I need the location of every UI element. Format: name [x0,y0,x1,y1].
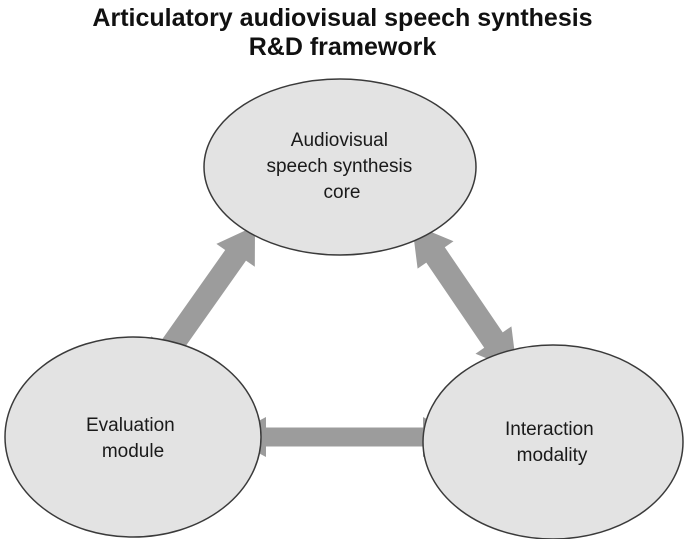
diagram-title: Articulatory audiovisual speech synthesi… [0,4,685,62]
node-speech-synthesis-core: Audiovisual speech synthesis core [203,78,477,256]
node-core-label-line-3: core [324,182,361,203]
node-interaction-label-line-2: modality [517,445,588,466]
arrow-core-evaluation [151,226,255,377]
arrow-core-interaction [412,224,517,371]
node-evaluation-label-line-1: Evaluation [86,415,175,436]
node-core-label: Audiovisual speech synthesis core [266,130,417,203]
title-line-1: Articulatory audiovisual speech synthesi… [92,4,593,32]
node-evaluation-label-line-2: module [102,441,164,462]
node-interaction-label: Interaction modality [505,419,599,466]
title-line-2: R&D framework [248,33,437,61]
node-core-label-line-1: Audiovisual [291,130,388,151]
node-core-label-line-2: speech synthesis [266,156,412,177]
node-interaction-modality: Interaction modality [422,344,684,539]
arrow-evaluation-interaction [228,417,461,457]
node-interaction-shape [422,344,684,539]
arrows-layer [151,224,517,457]
node-interaction-label-line-1: Interaction [505,419,594,440]
node-core-shape [203,78,477,256]
node-evaluation-module: Evaluation module [4,336,262,538]
node-evaluation-shape [4,336,262,538]
node-evaluation-label: Evaluation module [86,415,180,462]
